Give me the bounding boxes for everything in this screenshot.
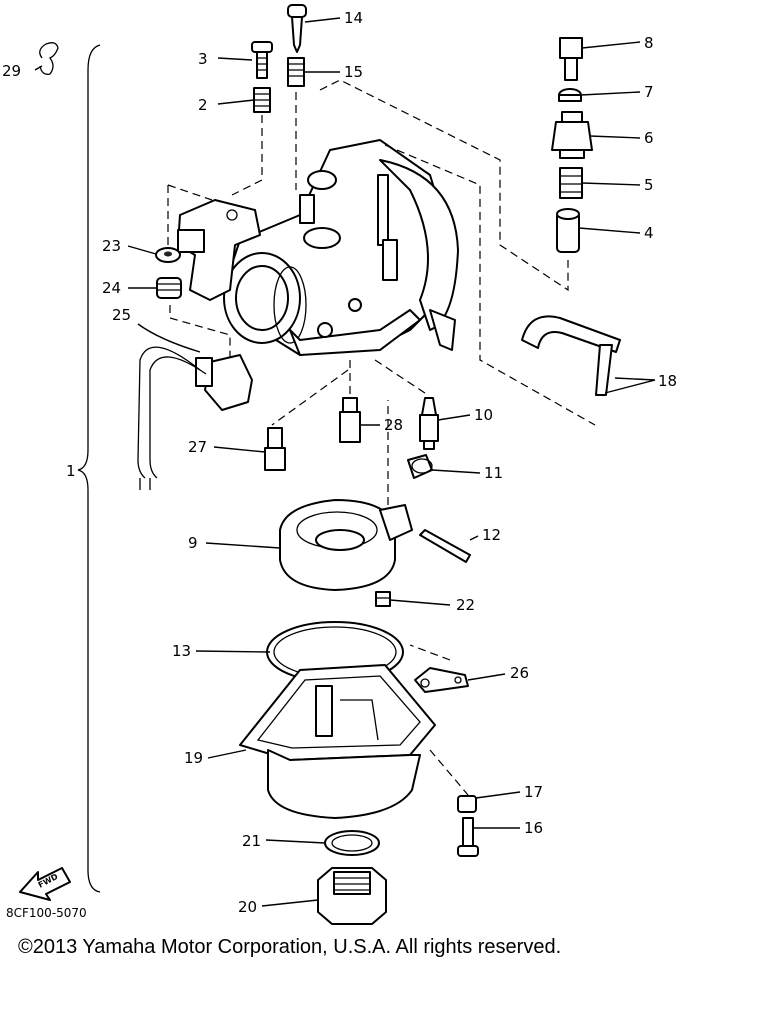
part-26-bracket xyxy=(414,667,469,693)
label-4: 4 xyxy=(644,224,654,242)
label-22: 22 xyxy=(456,596,475,614)
label-27: 27 xyxy=(188,438,207,456)
part-3-screw xyxy=(251,41,273,79)
fwd-arrow-icon: FWD xyxy=(19,867,71,901)
label-5: 5 xyxy=(644,176,654,194)
label-2: 2 xyxy=(198,96,208,114)
label-14: 14 xyxy=(344,9,363,27)
label-15: 15 xyxy=(344,63,363,81)
part-15-spring xyxy=(287,57,305,87)
part-29-clip xyxy=(39,42,59,75)
part-5-spring xyxy=(559,167,583,199)
part-6-starter-body xyxy=(551,111,593,159)
label-12: 12 xyxy=(482,526,501,544)
leader-lines xyxy=(34,17,656,907)
part-10-needle-valve xyxy=(419,397,439,450)
label-11: 11 xyxy=(484,464,503,482)
label-26: 26 xyxy=(510,664,529,682)
part-19-float-bowl xyxy=(239,664,436,819)
diagram-code: 8CF100-5070 xyxy=(6,906,87,920)
label-6: 6 xyxy=(644,129,654,147)
part-17-washer xyxy=(457,795,477,813)
label-9: 9 xyxy=(188,534,198,552)
part-16-bolt xyxy=(457,817,479,857)
part-8-cap-bolt xyxy=(559,37,583,81)
part-2-spring xyxy=(253,87,271,113)
part-4-plunger xyxy=(556,208,580,253)
label-19: 19 xyxy=(184,749,203,767)
part-20-drain-plug xyxy=(317,867,387,925)
part-24-spring xyxy=(156,277,182,299)
part-27-jet xyxy=(264,427,286,471)
part-14-screw xyxy=(287,4,307,53)
label-28: 28 xyxy=(384,416,403,434)
label-8: 8 xyxy=(644,34,654,52)
label-18: 18 xyxy=(658,372,677,390)
label-25: 25 xyxy=(112,306,131,324)
label-13: 13 xyxy=(172,642,191,660)
label-21: 21 xyxy=(242,832,261,850)
label-29: 29 xyxy=(2,62,21,80)
part-18-hose xyxy=(521,315,621,396)
label-16: 16 xyxy=(524,819,543,837)
part-11-clip xyxy=(407,454,433,479)
label-17: 17 xyxy=(524,783,543,801)
label-10: 10 xyxy=(474,406,493,424)
part-28-jet xyxy=(339,397,361,443)
assembly-brace xyxy=(77,44,101,893)
part-22-screw xyxy=(375,591,391,607)
part-12-pin xyxy=(419,529,471,563)
label-23: 23 xyxy=(102,237,121,255)
alignment-dashes xyxy=(167,79,596,796)
copyright-notice: ©2013 Yamaha Motor Corporation, U.S.A. A… xyxy=(18,936,562,958)
carburetor-body xyxy=(223,139,459,356)
label-3: 3 xyxy=(198,50,208,68)
label-20: 20 xyxy=(238,898,257,916)
part-7-washer xyxy=(558,88,582,102)
part-25-sensor xyxy=(137,346,253,490)
throttle-bracket xyxy=(177,199,261,301)
label-7: 7 xyxy=(644,83,654,101)
part-21-o-ring xyxy=(324,830,380,856)
part-labels: 1 2 3 4 5 6 7 8 9 10 11 12 13 14 15 16 1… xyxy=(2,9,677,916)
part-23-washer xyxy=(155,247,181,263)
label-24: 24 xyxy=(102,279,121,297)
label-1: 1 xyxy=(66,462,76,480)
part-9-float xyxy=(279,499,413,591)
